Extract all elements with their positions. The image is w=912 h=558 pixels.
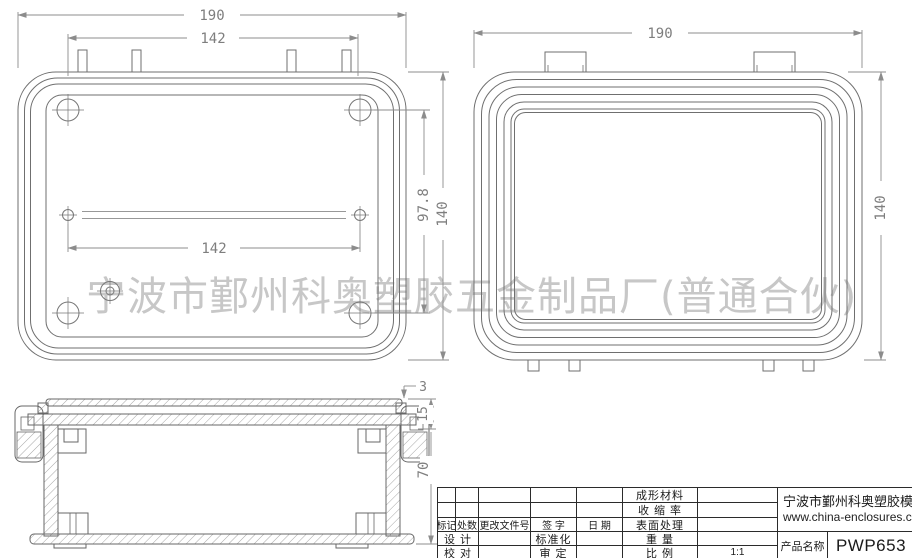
proofread-value	[479, 546, 531, 558]
feet	[53, 543, 369, 549]
surface-treatment-label: 表面处理	[623, 518, 698, 532]
top-view-bottom-tabs	[527, 359, 815, 372]
empty-cell	[531, 488, 577, 503]
product-name-value: PWP653	[835, 536, 907, 555]
revision-table: 成形材料 收 缩 率 标记 处数 更改文件号 签 字 日 期 表面处理 设 计 …	[438, 488, 778, 558]
molding-material-label: 成形材料	[623, 488, 698, 503]
top-view-top-tabs	[544, 51, 796, 73]
dim-hole-spacing: 97.8	[416, 188, 432, 222]
lid-section	[45, 398, 403, 407]
bottom-view-top-tabs	[77, 49, 352, 73]
dim-top-overall-height: 140	[873, 195, 889, 220]
dim-overall-width: 190	[199, 8, 224, 24]
corner-screw-holes	[52, 94, 376, 329]
dim-slot-span: 142	[201, 241, 226, 257]
dim-tab-span: 142	[200, 31, 225, 47]
bottom-view-dim-labels: 190 142 142 97.8 140	[184, 8, 451, 257]
empty-cell	[479, 503, 531, 518]
weight-label: 重 量	[623, 532, 698, 546]
bottom-view-dimensions	[17, 12, 449, 361]
company-watermark: 宁波市鄞州科奥塑胶五金制品厂(普通合伙)	[86, 274, 858, 320]
standardization-label: 标准化	[531, 532, 577, 546]
company-block: 宁波市鄞州科奥塑胶模 www.china-enclosures.c 产品名称 P…	[778, 488, 912, 558]
design-label: 设 计	[438, 532, 479, 546]
date-header: 日 期	[577, 518, 623, 532]
mark-header: 标记	[438, 518, 456, 532]
base-rim	[27, 413, 417, 426]
lower-bosses	[57, 512, 387, 535]
empty-cell	[577, 488, 623, 503]
dim-overall-height: 140	[435, 201, 451, 226]
scale-value: 1:1	[698, 546, 778, 558]
bottom-wall	[29, 533, 415, 545]
dim-top-overall-width: 190	[647, 26, 672, 42]
approval-value	[577, 546, 623, 558]
empty-cell	[456, 503, 479, 518]
top-view-dim-labels: 190 140	[632, 26, 889, 235]
left-wall	[43, 424, 59, 537]
dim-lid-thickness: 3	[419, 380, 427, 395]
empty-cell	[438, 488, 456, 503]
approval-label: 审 定	[531, 546, 577, 558]
weight-value	[698, 532, 778, 546]
company-name: 宁波市鄞州科奥塑胶模	[783, 494, 912, 509]
right-wall	[385, 424, 401, 537]
signature-header: 签 字	[531, 518, 577, 532]
molding-material-value	[698, 488, 778, 503]
product-name-label: 产品名称	[778, 532, 828, 558]
section-view-dimensions	[401, 385, 437, 545]
extra-hole	[97, 278, 123, 304]
shrinkage-value	[698, 503, 778, 518]
title-block: 成形材料 收 缩 率 标记 处数 更改文件号 签 字 日 期 表面处理 设 计 …	[437, 487, 912, 558]
bottom-view	[17, 49, 407, 361]
company-info: 宁波市鄞州科奥塑胶模 www.china-enclosures.c	[778, 488, 912, 532]
scale-label: 比 例	[623, 546, 698, 558]
design-value	[479, 532, 531, 546]
empty-cell	[531, 503, 577, 518]
count-header: 处数	[456, 518, 479, 532]
empty-cell	[479, 488, 531, 503]
standardization-value	[577, 532, 623, 546]
change-file-no-header: 更改文件号	[479, 518, 531, 532]
section-view	[14, 398, 430, 549]
upper-bosses	[57, 428, 387, 454]
mounting-slot	[59, 206, 369, 224]
mounting-ears	[14, 405, 430, 463]
dim-body-height: 70	[416, 462, 432, 479]
company-website: www.china-enclosures.c	[783, 510, 912, 524]
product-name-row: 产品名称 PWP653	[778, 532, 912, 558]
top-view	[473, 51, 863, 372]
proofread-label: 校 对	[438, 546, 479, 558]
shrinkage-label: 收 缩 率	[623, 503, 698, 518]
section-view-dim-labels: 3 15 70	[416, 380, 435, 484]
empty-cell	[577, 503, 623, 518]
empty-cell	[438, 503, 456, 518]
empty-cell	[456, 488, 479, 503]
surface-treatment-value	[698, 518, 778, 532]
dim-rim-height: 15	[416, 406, 431, 422]
